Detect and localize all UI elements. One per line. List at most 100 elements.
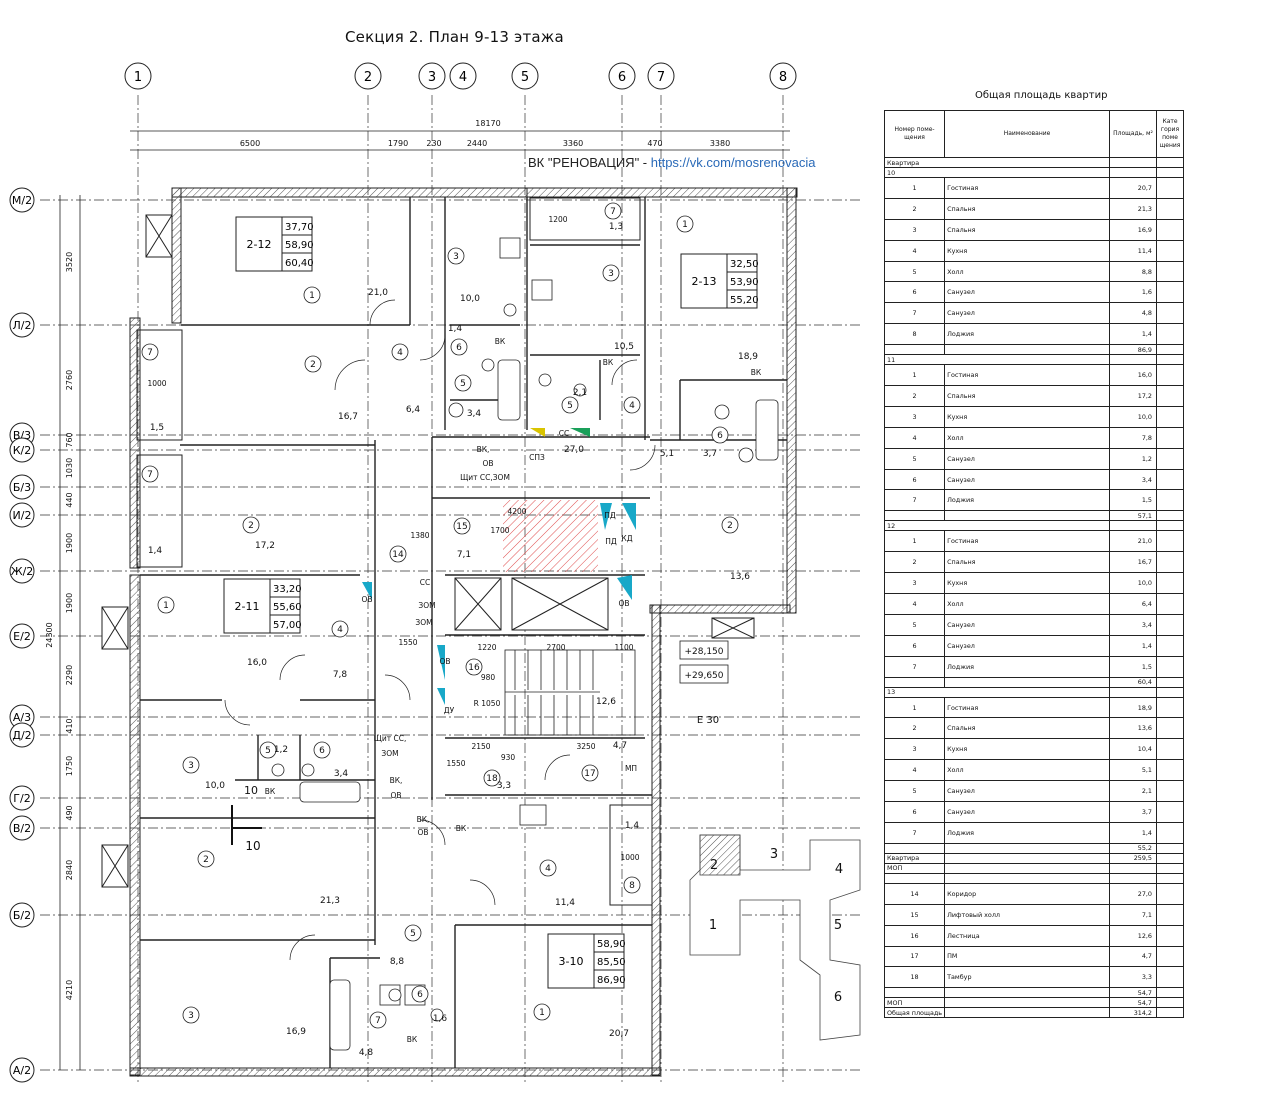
cell-category: [1156, 924, 1184, 947]
room-area: 17,2: [255, 541, 275, 551]
cell-category: [1156, 903, 1184, 926]
cell-category: [1156, 676, 1184, 688]
cell-number: 16: [883, 924, 946, 947]
cell-area: 54,7: [1109, 997, 1157, 1009]
apartment-boxes: 2-1237,7058,9060,402-1332,5053,9055,202-…: [223, 216, 759, 989]
axis-label-left: Ж/2: [11, 565, 34, 578]
room-number-label: 4: [545, 864, 551, 874]
cell-name: Спальня: [944, 218, 1110, 241]
apartment-number: 10: [884, 167, 1110, 178]
equipment-label: КД: [621, 534, 632, 543]
equipment-label: ОВ: [482, 459, 493, 468]
cell-name: Гостиная: [944, 530, 1110, 553]
cell-number: МОП: [883, 862, 946, 874]
cell-number: [883, 987, 946, 999]
room-area: 7,1: [457, 550, 471, 560]
cell-category: [1156, 218, 1184, 241]
axis-bubble-top: 4: [449, 62, 477, 90]
cell-area: 60,4: [1109, 676, 1157, 688]
top-dimension-lines: [130, 130, 790, 151]
room-number-label: 4: [397, 348, 403, 358]
stairs: [504, 649, 636, 736]
room-area: 7,8: [333, 670, 348, 680]
dim-left: 1900: [65, 593, 74, 613]
cell-area: 1,5: [1109, 655, 1157, 678]
group-row-kvartira: Квартира: [884, 157, 1184, 168]
cell-number: 18: [883, 966, 946, 989]
room-area: 4,8: [359, 1048, 374, 1058]
cell-name: Спальня: [944, 197, 1110, 220]
room-number: 15: [453, 517, 471, 535]
room-number: 3: [602, 264, 620, 282]
cell-number: 3: [883, 572, 946, 595]
cell-number: 6: [883, 634, 946, 657]
equipment-marks: [362, 428, 636, 705]
cell-name: Гостиная: [944, 364, 1110, 387]
cell-area: [1109, 862, 1157, 874]
axis-bubble-left: К/2: [9, 437, 35, 463]
cell-number: 3: [883, 405, 946, 428]
room-number: 4: [331, 620, 349, 638]
e-label: Е 30: [697, 715, 719, 726]
cell-number: 7: [883, 302, 946, 325]
room-number-label: 6: [717, 431, 723, 441]
equipment-label: ВК,: [477, 445, 490, 454]
room-number-label: 1: [539, 1008, 545, 1018]
cell-area: 4,8: [1109, 302, 1157, 325]
axis-label-left: А/3: [13, 711, 31, 724]
room-number: 8: [623, 876, 641, 894]
cell-area: 27,0: [1109, 882, 1157, 905]
cell-name: Санузел: [944, 447, 1110, 470]
room-area: 21,3: [320, 896, 340, 906]
cell-area: 18,9: [1109, 696, 1157, 719]
cell-number: 1: [883, 177, 946, 199]
cell-category: [1156, 882, 1184, 905]
apartment-total-area: 58,90: [285, 240, 314, 251]
room-number-label: 15: [456, 522, 467, 532]
col-number-header: Номер поме- щения: [883, 110, 946, 158]
cell-category: [1156, 260, 1184, 283]
dim-left: 2760: [65, 370, 74, 390]
cell-area: 17,2: [1109, 385, 1157, 407]
cell-name: Гостиная: [944, 177, 1110, 199]
room-area: 20,7: [609, 1029, 629, 1039]
dim-label: 1550: [398, 638, 417, 647]
cell-category: [1156, 302, 1184, 325]
equipment-label: ВК: [751, 368, 762, 377]
room-number: 7: [369, 1011, 387, 1029]
cell-category: [1156, 447, 1184, 470]
cell-area: 10,4: [1109, 738, 1157, 761]
dim-left: 1030: [65, 458, 74, 478]
cell-name: [944, 842, 1110, 854]
cell-number: 2: [883, 551, 946, 574]
cell-category: [1156, 842, 1184, 854]
cell-number: 6: [883, 281, 946, 304]
equipment-label: ВК: [495, 337, 506, 346]
apartment-number: 13: [884, 686, 1110, 698]
axis-bubble-left: А/2: [9, 1057, 35, 1083]
dim-top: 470: [647, 139, 662, 148]
cell-name: [944, 862, 1110, 874]
cell-number: 2: [883, 197, 946, 220]
cell-number: 4: [883, 759, 946, 782]
room-number-label: 5: [567, 401, 573, 411]
section-mark-label: 10: [244, 784, 258, 797]
room-area: 3,4: [467, 409, 482, 419]
cell-name: Холл: [944, 260, 1110, 283]
room-area: 16,7: [338, 412, 358, 422]
cell-area: 3,7: [1109, 801, 1157, 823]
room-number: 6: [313, 741, 331, 759]
watermark-url[interactable]: https://vk.com/mosrenovacia: [650, 155, 816, 170]
axis-label-left: Г/2: [13, 792, 30, 805]
room-number: 2: [197, 850, 215, 868]
cell-area: 3,3: [1109, 966, 1157, 989]
cell-name: [944, 852, 1110, 864]
axis-label-left: Е/2: [13, 630, 31, 643]
dim-left: 490: [65, 805, 74, 820]
cell-area: 1,5: [1109, 489, 1157, 512]
